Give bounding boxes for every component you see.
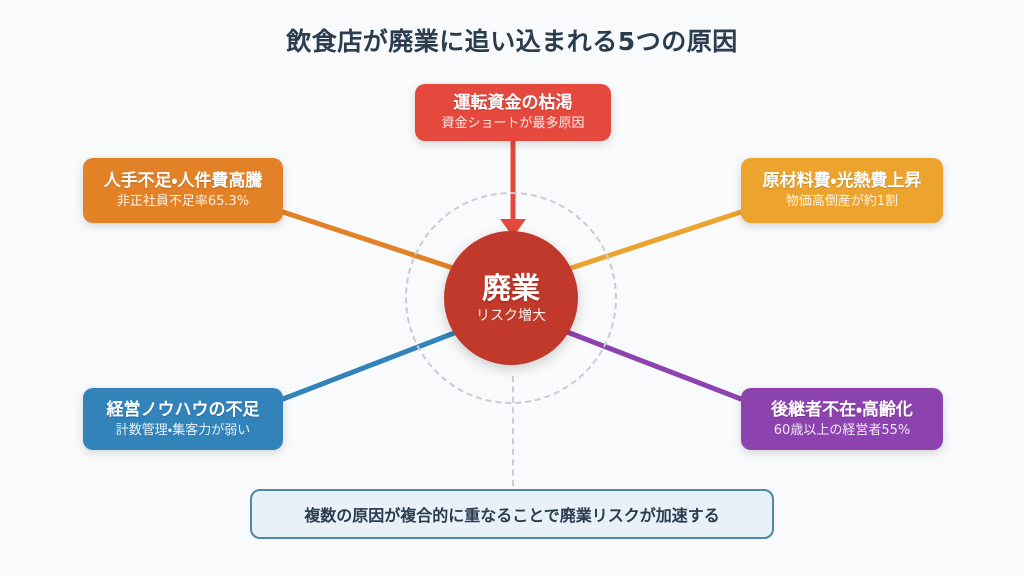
cause-label: 後継者不在・高齢化 — [771, 399, 913, 420]
cause-label: 経営ノウハウの不足 — [106, 399, 260, 420]
page-title: 飲食店が廃業に追い込まれる5つの原因 — [286, 27, 738, 56]
cause-label: 人手不足・人件費高騰 — [103, 171, 263, 191]
cause-detail: 60歳以上の経営者55% — [773, 422, 911, 438]
cause-box-knowhow-lack: 経営ノウハウの不足 計数管理・集客力が弱い — [83, 388, 283, 450]
cause-detail: 非正社員不足率65.3% — [116, 194, 250, 209]
cause-box-working-capital: 運転資金の枯渇 資金ショートが最多原因 — [415, 84, 611, 141]
center-node-title: 廃業 — [481, 270, 540, 305]
cause-box-labor-shortage: 人手不足・人件費高騰 非正社員不足率65.3% — [83, 158, 283, 223]
dashed-drop-connector — [512, 376, 514, 486]
cause-label: 原材料費・光熱費上昇 — [762, 171, 922, 191]
cause-box-material-costs: 原材料費・光熱費上昇 物価高倒産が約1割 — [741, 158, 943, 223]
center-node-subtitle: リスク増大 — [476, 307, 546, 324]
center-node: 廃業 リスク増大 — [444, 231, 578, 365]
dashed-ring — [405, 192, 617, 404]
cause-detail: 計数管理・集客力が弱い — [115, 422, 251, 438]
cause-detail: 物価高倒産が約1割 — [785, 194, 899, 209]
cause-detail: 資金ショートが最多原因 — [441, 116, 585, 131]
cause-label: 運転資金の枯渇 — [453, 93, 573, 113]
cause-box-no-successor: 後継者不在・高齢化 60歳以上の経営者55% — [741, 388, 943, 450]
footer-note-text: 複数の原因が複合的に重なることで廃業リスクが加速する — [304, 506, 720, 525]
footer-note: 複数の原因が複合的に重なることで廃業リスクが加速する — [250, 489, 774, 539]
